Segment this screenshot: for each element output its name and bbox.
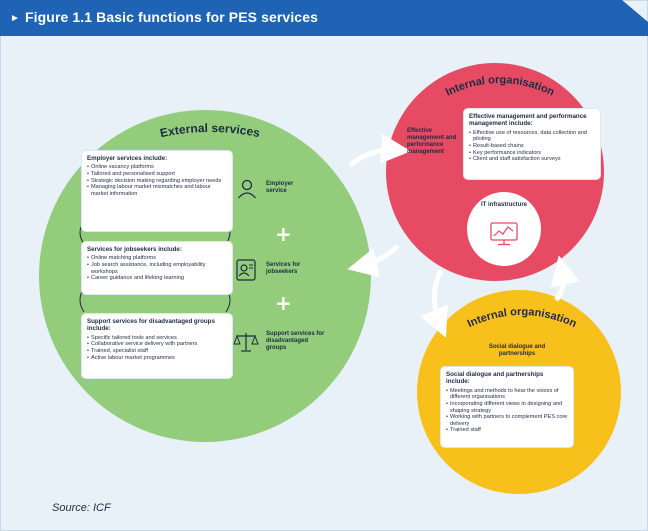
figure-title-text: Figure 1.1 Basic functions for PES servi… xyxy=(25,9,318,25)
list-item: Specific tailored tools and services xyxy=(87,335,227,342)
internal-yellow-title-text: Internal organisation xyxy=(466,306,579,330)
employer-service-label: Employer service xyxy=(266,181,294,194)
arrow-yellow-to-red xyxy=(550,255,580,302)
it-infrastructure-label: IT infrastructure xyxy=(480,202,527,208)
arrow-green-to-red xyxy=(348,133,411,168)
list-item: Effective use of resources, data collect… xyxy=(469,130,595,143)
header-bar xyxy=(0,0,648,36)
scales-icon xyxy=(233,333,259,352)
effective-management-card: Effective management and performance man… xyxy=(464,109,600,179)
svg-text:Internal organisation: Internal organisation xyxy=(466,306,579,330)
external-services-title: External services xyxy=(159,121,262,140)
external-services-title-text: External services xyxy=(159,121,262,140)
list-item: Strategic decision making regarding empl… xyxy=(87,178,227,185)
list-item: Key performance indicators xyxy=(469,150,595,157)
list-item: Client and staff satisfaction surveys xyxy=(469,156,595,163)
jobseeker-profile-icon xyxy=(236,259,256,281)
list-item: Job search assistance, including employa… xyxy=(87,262,227,275)
list-item: Incorporating different views in designi… xyxy=(446,401,568,414)
title-arrow-icon: ► xyxy=(10,13,20,24)
list-item: Managing labour market mismatches and la… xyxy=(87,184,227,197)
list-item: Meetings and methods to hear the voices … xyxy=(446,388,568,401)
plus-icon: + xyxy=(275,291,292,315)
svg-text:External services: External services xyxy=(159,121,262,140)
jobseekers-label: Services for jobseekers xyxy=(266,262,301,275)
source-note: Source: ICF xyxy=(52,502,111,514)
jobseeker-services-list: Online matching platforms Job search ass… xyxy=(87,255,227,281)
jobseeker-services-card: Services for jobseekers include: Online … xyxy=(82,242,232,294)
internal-red-title-text: Internal organisation xyxy=(444,74,557,99)
list-item: Collaborative service delivery with part… xyxy=(87,341,227,348)
social-dialogue-list: Meetings and methods to hear the voices … xyxy=(446,388,568,434)
disadvantaged-groups-label: Support services for disadvantaged group… xyxy=(266,331,325,351)
list-item: Career guidance and lifelong learning xyxy=(87,275,227,282)
employer-services-card-title: Employer services include: xyxy=(87,155,168,162)
list-item: Trained staff xyxy=(446,427,568,434)
arrow-red-to-yellow xyxy=(420,268,448,338)
employer-services-card: Employer services include: Online vacanc… xyxy=(82,151,232,231)
plus-icon: + xyxy=(275,222,292,246)
list-item: Tailored and personalised support xyxy=(87,171,227,178)
list-item: Result-based chains xyxy=(469,143,595,150)
social-dialogue-card: Social dialogue and partnerships include… xyxy=(441,367,573,447)
arrow-red-to-green xyxy=(347,244,400,278)
social-dialogue-label: Social dialogue and partnerships xyxy=(488,344,546,357)
list-item: Online vacancy platforms xyxy=(87,164,227,171)
list-item: Trained, specialist staff xyxy=(87,348,227,355)
figure-title: ► Figure 1.1 Basic functions for PES serv… xyxy=(10,9,318,25)
list-item: Active labour market programmes xyxy=(87,355,227,362)
employer-services-list: Online vacancy platforms Tailored and pe… xyxy=(87,164,227,197)
list-item: Online matching platforms xyxy=(87,255,227,262)
svg-text:Internal organisation: Internal organisation xyxy=(444,74,557,99)
effective-management-list: Effective use of resources, data collect… xyxy=(469,130,595,163)
effective-management-card-title: Effective management and performance man… xyxy=(469,113,587,128)
internal-red-title: Internal organisation xyxy=(444,74,557,99)
monitor-chart-icon xyxy=(490,222,518,246)
effective-management-label: Effective management and performance man… xyxy=(407,128,457,155)
it-infrastructure-circle xyxy=(467,192,541,266)
disadvantaged-services-card-title: Support services for disadvantaged group… xyxy=(87,318,215,333)
person-icon xyxy=(238,179,256,199)
internal-yellow-title: Internal organisation xyxy=(466,306,579,330)
social-dialogue-card-title: Social dialogue and partnerships include… xyxy=(446,371,544,386)
disadvantaged-services-card: Support services for disadvantaged group… xyxy=(82,314,232,378)
jobseeker-services-card-title: Services for jobseekers include: xyxy=(87,246,182,253)
disadvantaged-services-list: Specific tailored tools and services Col… xyxy=(87,335,227,361)
list-item: Working with partners to complement PES … xyxy=(446,414,568,427)
